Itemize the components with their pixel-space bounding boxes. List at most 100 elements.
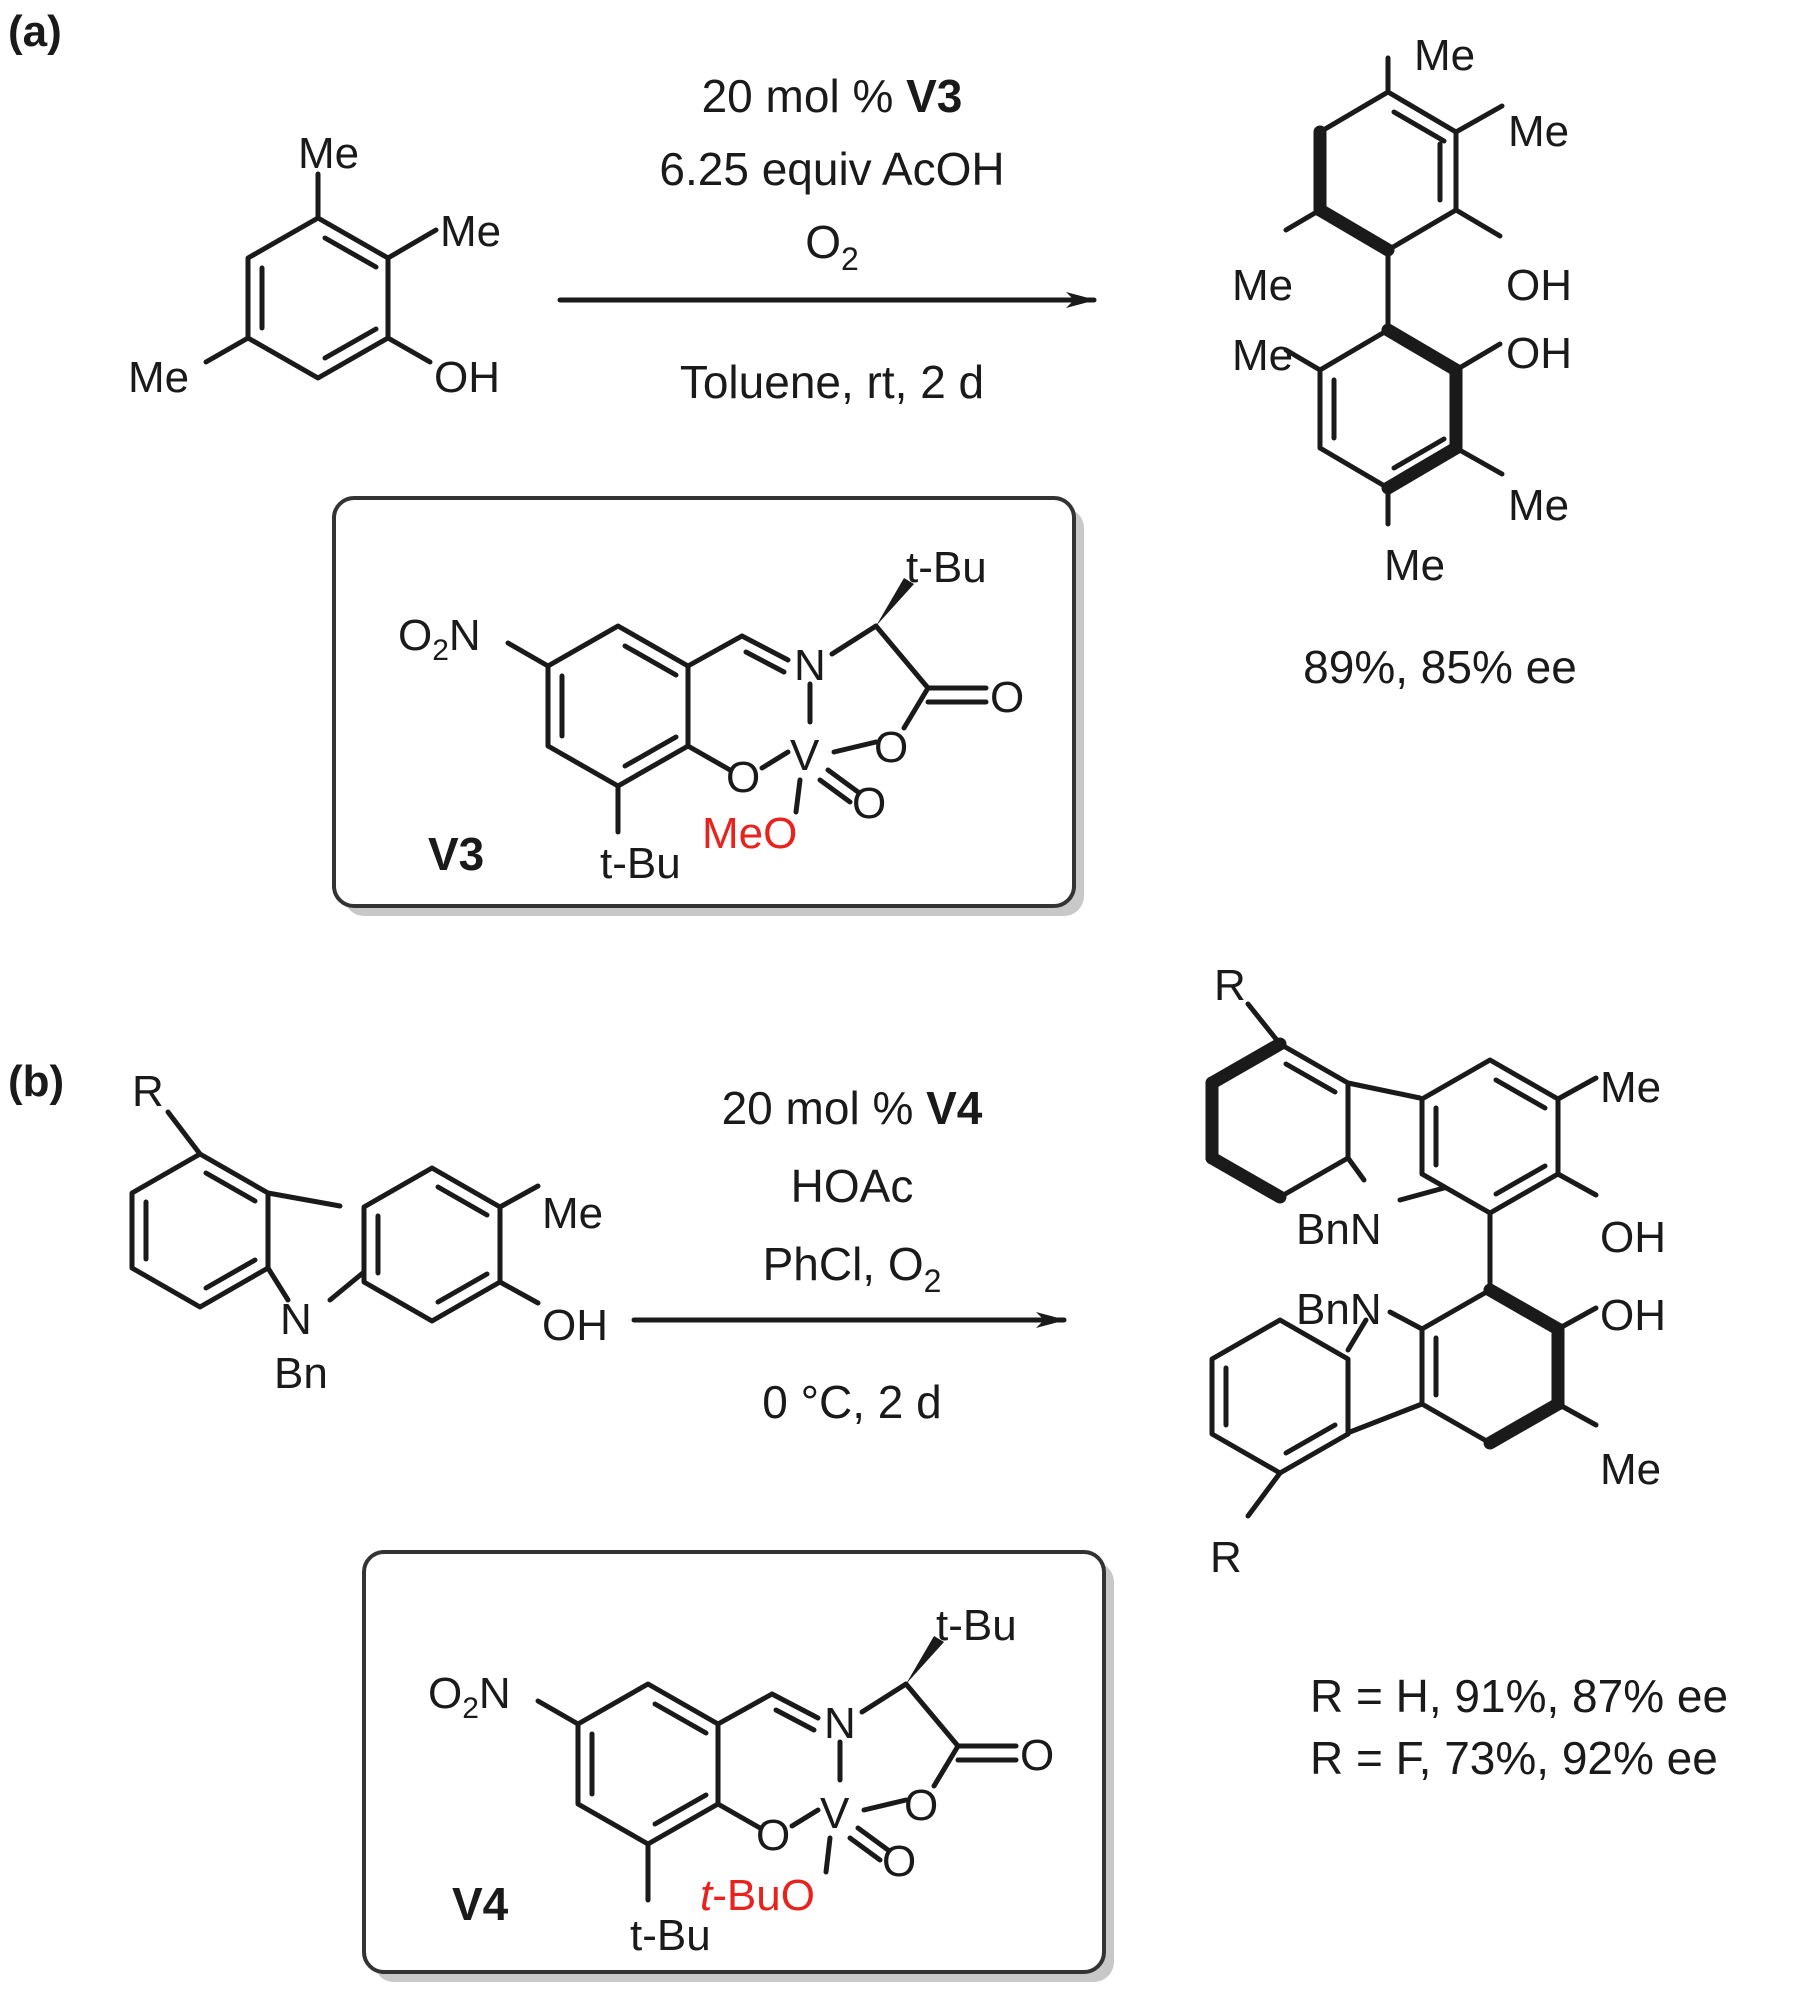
catalyst-v3-carbonyl-oxygen-label: O xyxy=(990,673,1024,722)
product-b-ring-double-bond xyxy=(1493,1077,1548,1111)
catalyst-v3-bond xyxy=(685,743,733,773)
product-b-methyl-label: Me xyxy=(1600,1063,1661,1112)
product-b-hydroxyl-bond xyxy=(1555,1305,1599,1332)
catalyst-v4-alkoxide-bond xyxy=(823,1835,833,1875)
substrate-b-r-label: R xyxy=(132,1067,164,1116)
condition-a-oxygen-subscript: 2 xyxy=(841,241,859,277)
substrate-b-pyrrole-bond xyxy=(327,1269,367,1303)
substrate-a-ring-double-bond xyxy=(322,326,379,361)
catalyst-v4-imine-bond xyxy=(773,1707,817,1733)
catalyst-v3-phenoxide-label: O xyxy=(726,753,760,802)
condition-b-solvent: PhCl, O xyxy=(763,1238,924,1290)
product-b-pyrrole-bond xyxy=(1387,1309,1425,1332)
product-b-hydroxyl-label: OH xyxy=(1600,1291,1666,1340)
catalyst-v4-carbonyl-oxygen-label: O xyxy=(1020,1731,1054,1780)
catalyst-v4-alkoxide-label: t-BuO xyxy=(700,1871,815,1920)
catalyst-v4-coordination-bond xyxy=(861,1797,909,1813)
condition-a-line-2: 6.25 equiv AcOH xyxy=(659,143,1004,195)
catalyst-v3-wedge-bond xyxy=(876,578,914,626)
catalyst-v3-nitro-label: O2N xyxy=(398,611,481,667)
product-b-lower-ring-bold-bond xyxy=(1483,1397,1565,1450)
catalyst-v3-bond xyxy=(829,623,879,657)
catalyst-v3-oxo-bond xyxy=(825,767,861,795)
substrate-b-hydroxyl-label: OH xyxy=(542,1301,608,1350)
product-b-hydroxyl-label: OH xyxy=(1600,1213,1666,1262)
condition-a-below: Toluene, rt, 2 d xyxy=(680,356,984,408)
catalyst-v4-nitro-bond xyxy=(535,1698,581,1727)
product-b-pyrrole-bond xyxy=(1345,1317,1369,1353)
catalyst-v3-ring-double-bond xyxy=(622,643,679,678)
catalyst-v3-bond xyxy=(873,623,931,691)
catalyst-v4-alkoxide-rest: -BuO xyxy=(712,1871,815,1920)
condition-b-line-1: 20 mol % V4 xyxy=(722,1082,983,1134)
catalyst-v4-nitro-subscript: 2 xyxy=(462,1692,479,1725)
catalyst-v4-imine-bond xyxy=(769,1691,821,1721)
catalyst-v3-alkoxide-label: MeO xyxy=(702,809,797,858)
product-a-methyl-bond xyxy=(1283,347,1323,373)
product-a-methyl-bond xyxy=(1283,207,1323,233)
product-a-hydroxyl-bond xyxy=(1453,207,1503,239)
product-b-pyrrole-bond xyxy=(1345,1155,1367,1183)
product-b-lower-ring-bold-bond xyxy=(1483,1283,1565,1336)
product-b-ring-double-bond xyxy=(1493,1163,1548,1197)
catalyst-v3-ring-tbu-label: t-Bu xyxy=(600,839,681,888)
catalyst-box-frame xyxy=(362,1550,1106,1974)
catalyst-v4-imine-bond xyxy=(715,1691,775,1727)
product-b-methyl-bond xyxy=(1555,1401,1599,1428)
substrate-b-r-bond xyxy=(165,1109,203,1157)
condition-b-catalyst: V4 xyxy=(926,1082,983,1134)
panel-b-product: R Me BnN OH BnN OH Me R R = H, 91%, 87% … xyxy=(1205,961,1728,1784)
catalyst-v4-nitro-n: N xyxy=(479,1669,511,1718)
substrate-b-ring-double-bond xyxy=(435,1184,490,1218)
catalyst-v3-coordination-bond xyxy=(831,739,879,755)
panel-b-substrate: R Me OH N Bn xyxy=(129,1067,608,1398)
product-a-methyl-label: Me xyxy=(1232,331,1293,380)
catalyst-box-v3: t-Bu O2N N O O V O O t-Bu MeO V3 xyxy=(332,496,1084,916)
catalyst-v4-oxo-label: O xyxy=(882,1837,916,1886)
product-b-r-label: R xyxy=(1210,1533,1242,1582)
product-b-pyrrole-bond xyxy=(1397,1185,1447,1203)
catalyst-v4-vanadium-label: V xyxy=(820,1789,850,1838)
catalyst-v4-bond xyxy=(903,1681,961,1749)
substrate-b-ring-double-bond xyxy=(435,1271,490,1305)
product-b-upper-ring-bold-bond xyxy=(1205,1037,1287,1090)
panel-b: (b) R Me OH N Bn 20 mol % V4 HOAc xyxy=(8,961,1728,1982)
product-b-pyrrole-bond xyxy=(1347,1401,1425,1435)
catalyst-v4-name: V4 xyxy=(452,1878,509,1930)
product-b-r-bond xyxy=(1245,1001,1283,1047)
catalyst-v3-alkoxide-bond xyxy=(793,777,803,815)
catalyst-v3-vanadium-label: V xyxy=(790,731,820,780)
product-b-yield-h: R = H, 91%, 87% ee xyxy=(1310,1670,1728,1722)
condition-a-line-1: 20 mol % V3 xyxy=(702,70,963,122)
panel-b-label: (b) xyxy=(8,1057,64,1106)
product-a-hydroxyl-label: OH xyxy=(1506,329,1572,378)
condition-a-loading: 20 mol % xyxy=(702,70,907,122)
substrate-b-right-ring xyxy=(361,1165,503,1324)
catalyst-v3-name: V3 xyxy=(428,828,484,880)
product-b-lower-left-ring xyxy=(1209,1317,1351,1476)
product-a-methyl-label: Me xyxy=(1508,481,1569,530)
product-b-benzylamine-label: BnN xyxy=(1296,1285,1382,1334)
catalyst-v4-ester-oxygen-label: O xyxy=(904,1781,938,1830)
condition-a-oxygen: O xyxy=(805,216,841,268)
condition-a-line-3: O2 xyxy=(805,216,859,277)
condition-b-below: 0 °C, 2 d xyxy=(762,1376,942,1428)
catalyst-v4-oxo-bond xyxy=(847,1835,883,1863)
condition-a-catalyst: V3 xyxy=(906,70,962,122)
product-b-r-bond xyxy=(1245,1470,1283,1519)
product-b-r-label: R xyxy=(1214,961,1246,1010)
product-a-hydroxyl-bond xyxy=(1453,341,1503,373)
substrate-a-methyl-label: Me xyxy=(298,129,359,178)
product-b-yield-f: R = F, 73%, 92% ee xyxy=(1310,1732,1718,1784)
substrate-a-methyl-bond xyxy=(385,227,439,261)
product-b-benzylamine-label: BnN xyxy=(1296,1205,1382,1254)
substrate-a-hydroxyl-label: OH xyxy=(434,353,500,402)
substrate-a-methyl-label: Me xyxy=(440,207,501,256)
substrate-b-ring-double-bond xyxy=(203,1257,258,1291)
substrate-b-nitrogen-label: N xyxy=(280,1295,312,1344)
catalyst-v3-nitro-n: N xyxy=(449,611,481,660)
catalyst-v4-oxo-bond xyxy=(855,1825,891,1853)
catalyst-v3-nitro-subscript: 2 xyxy=(432,634,449,667)
catalyst-v3-nitrogen-label: N xyxy=(794,641,826,690)
